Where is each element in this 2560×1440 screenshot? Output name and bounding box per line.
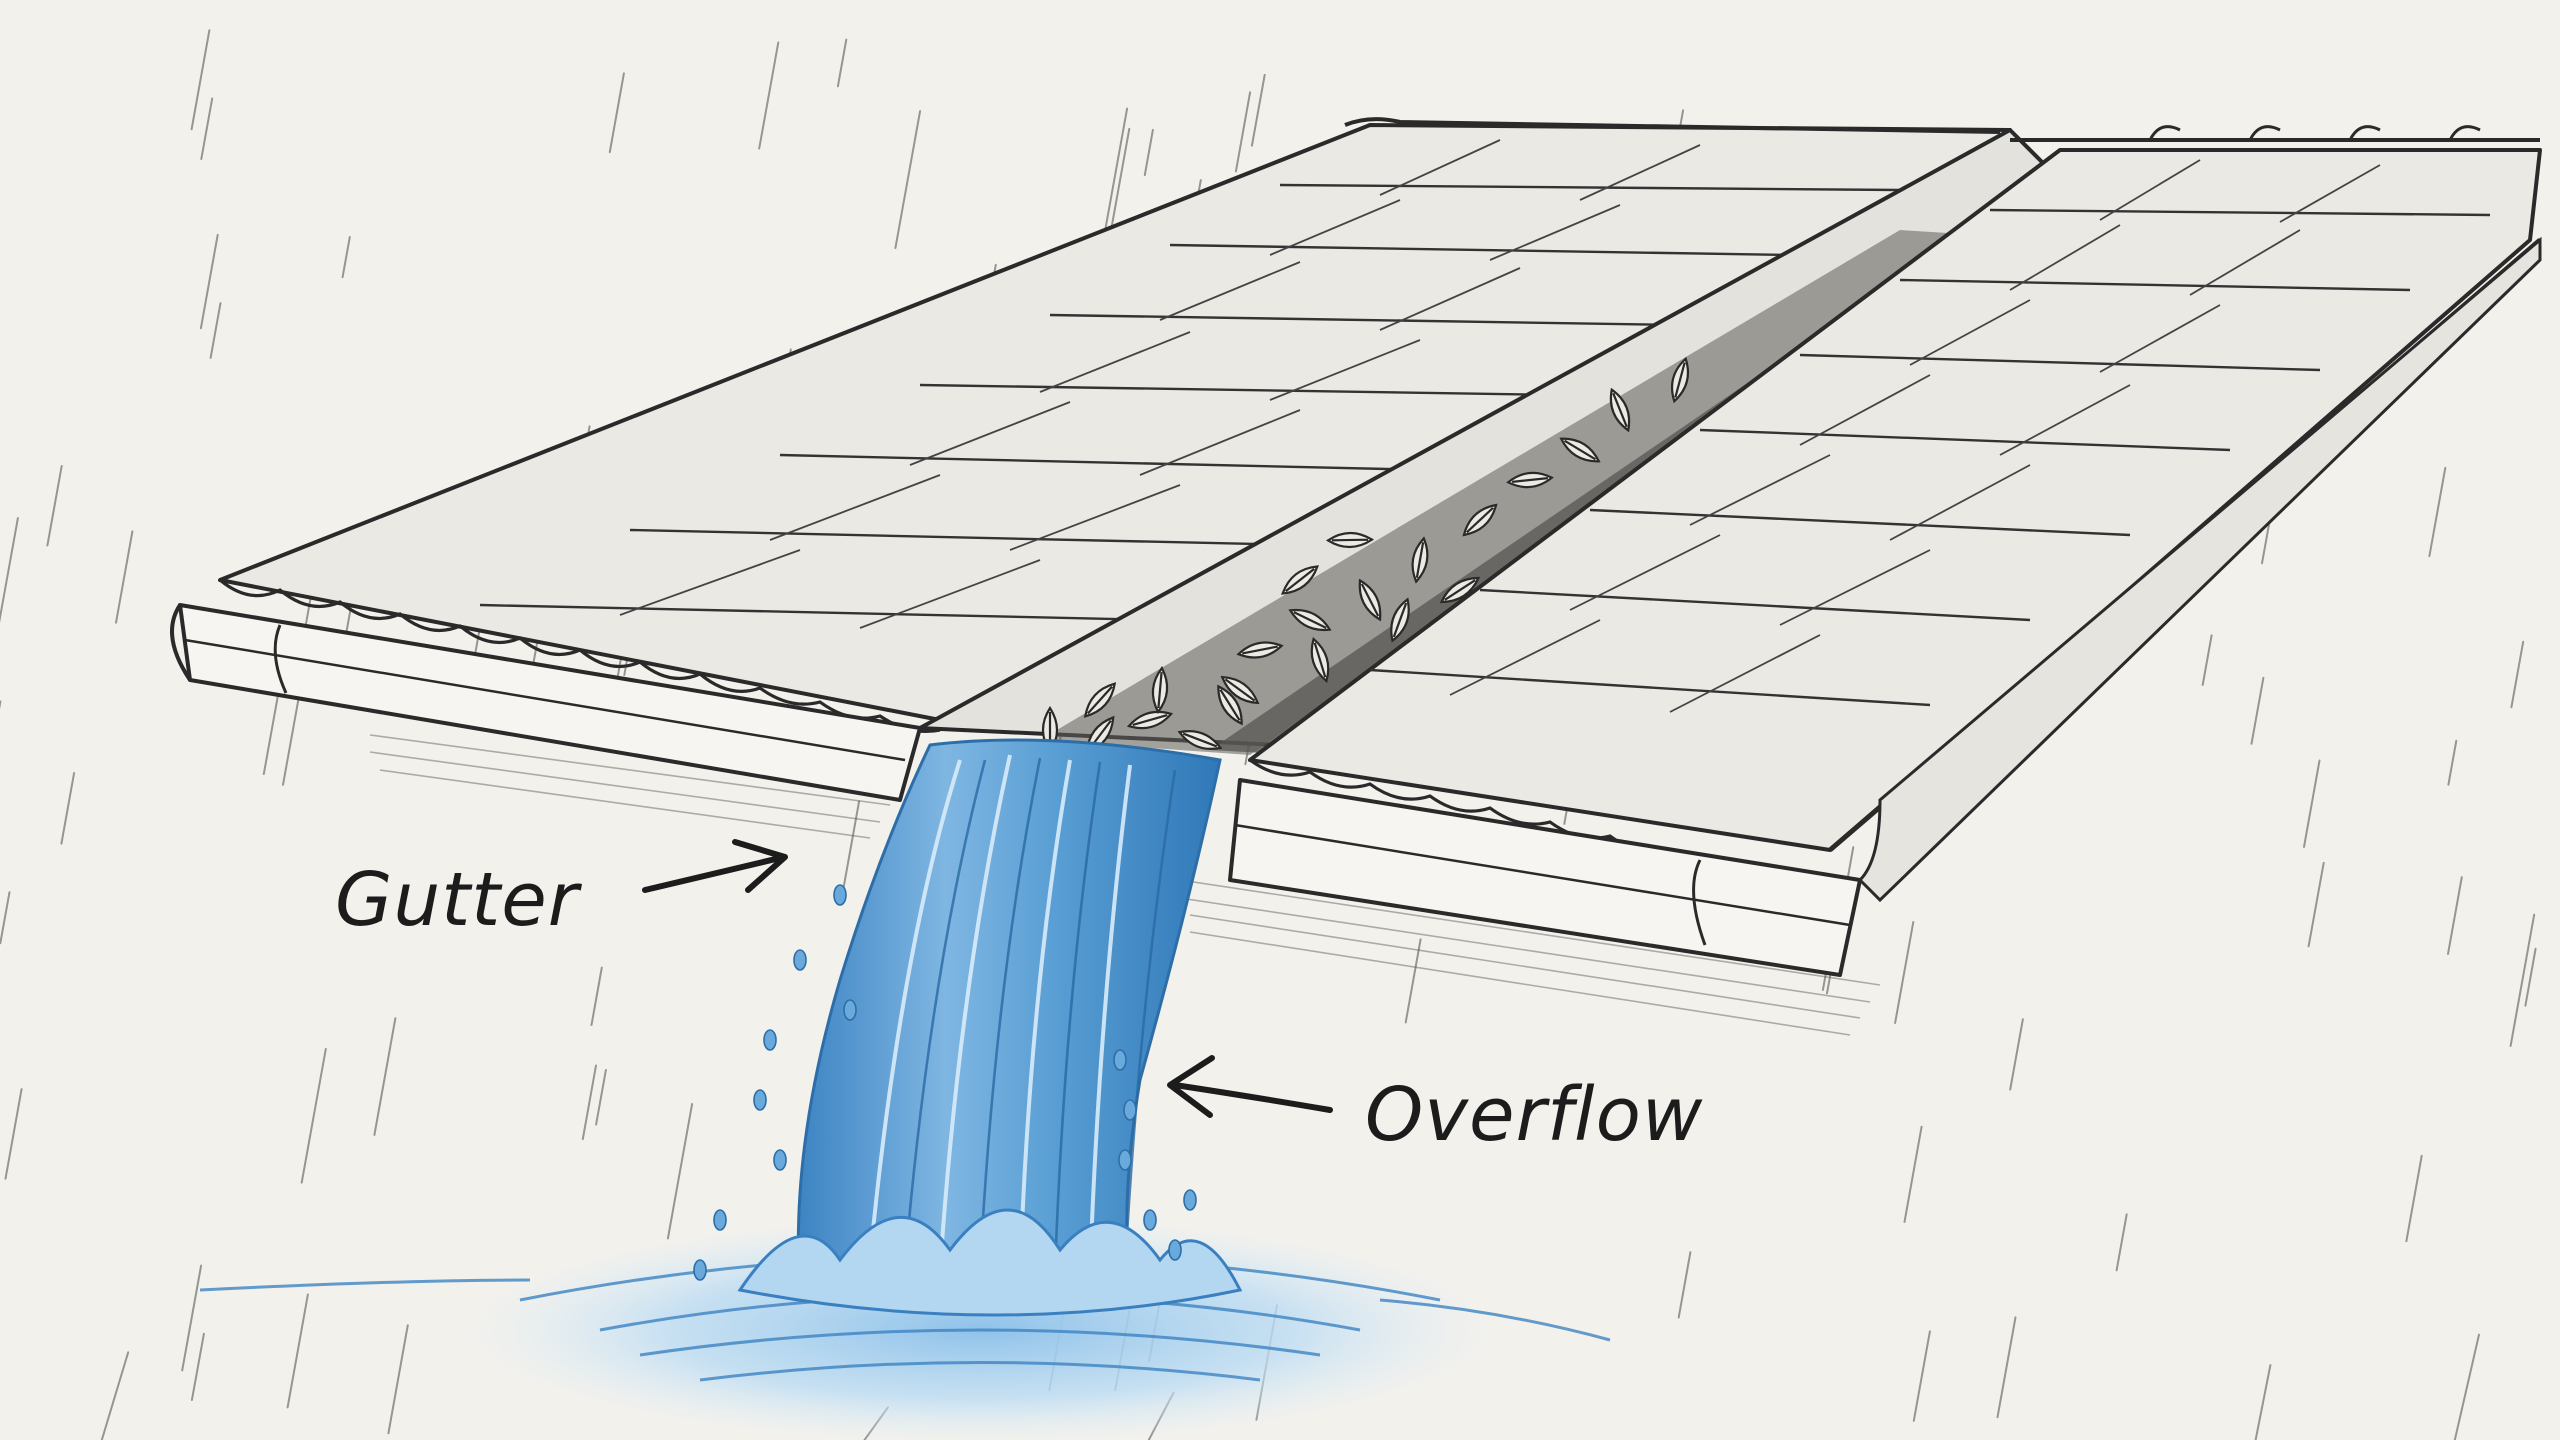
rain-streak	[341, 236, 351, 279]
left-roof-panel	[218, 117, 2012, 733]
rain-streak	[1894, 921, 1915, 1024]
rain-streak	[200, 97, 214, 160]
overflow-label: Overflow	[1365, 1072, 1703, 1158]
rain-streak	[2453, 1333, 2480, 1440]
rain-streak	[2524, 947, 2537, 1007]
leaf	[1236, 641, 1284, 659]
rain-streak	[2115, 1213, 2128, 1272]
rain-streak	[666, 1103, 694, 1240]
leaf	[1506, 471, 1554, 489]
rain-streak	[2250, 676, 2265, 745]
rain-streak	[2405, 1154, 2423, 1243]
leaf	[1390, 597, 1410, 643]
rain-streak	[2009, 1018, 2024, 1091]
water-droplet	[753, 1089, 767, 1111]
right-gutter	[1228, 236, 2542, 977]
rain-streak	[373, 1017, 397, 1136]
overflow-label-group: Overflow	[1167, 1055, 1703, 1158]
water-droplet	[763, 1029, 777, 1051]
rain-streak	[894, 110, 922, 249]
rain-streak	[286, 1293, 309, 1409]
water-droplet	[773, 1149, 787, 1171]
water-droplet	[693, 1259, 707, 1281]
leaf	[1609, 387, 1631, 433]
rain-streak	[262, 687, 281, 775]
leaf	[1217, 684, 1243, 726]
rain-streak	[2510, 640, 2525, 709]
leaf	[1462, 503, 1498, 537]
leaf	[1411, 536, 1429, 584]
clogged-leaves	[1041, 356, 1690, 755]
water-droplet	[713, 1209, 727, 1231]
left-gutter	[170, 603, 922, 802]
arrow-left-icon	[1167, 1055, 1333, 1118]
water-droplet	[843, 999, 857, 1021]
water-droplet	[1143, 1209, 1157, 1231]
rain-streak	[46, 465, 63, 547]
rain-streak	[2447, 739, 2458, 786]
rain-streak	[300, 1048, 327, 1184]
rain-streak	[115, 530, 134, 624]
rain-streak	[199, 233, 219, 330]
rain-streak	[2447, 876, 2463, 955]
water-droplet	[793, 949, 807, 971]
rain-streak	[100, 1351, 130, 1440]
water-droplet	[1183, 1189, 1197, 1211]
rain-streak	[1143, 128, 1154, 177]
rain-streak	[181, 1264, 203, 1372]
rain-streak	[1903, 1125, 1923, 1223]
leaf	[1310, 637, 1330, 683]
rain-streak	[1677, 1251, 1692, 1319]
water-droplet	[1123, 1099, 1137, 1121]
rain-streak	[2303, 759, 2321, 848]
leaf	[1439, 576, 1481, 604]
rain-streak	[581, 1064, 597, 1141]
leaf	[1559, 437, 1601, 463]
rain-streak	[4, 1088, 23, 1180]
eave-shadow	[369, 734, 1881, 1036]
rain-streak	[387, 1324, 409, 1435]
gutter-label-group: Gutter	[335, 839, 788, 943]
arrow-right-icon	[642, 839, 788, 893]
leaf	[1177, 730, 1223, 750]
rain-streak	[836, 38, 848, 88]
rain-streak	[1234, 91, 1252, 173]
leaf	[1288, 608, 1332, 632]
rain-streak	[595, 1069, 607, 1126]
rain-streak	[590, 966, 603, 1026]
rain-streak	[0, 517, 19, 623]
leaf	[1083, 682, 1117, 718]
puddle	[460, 1215, 1500, 1440]
rain-streak	[1404, 938, 1422, 1024]
leaf	[1281, 565, 1319, 595]
leaf	[1358, 578, 1382, 622]
rain-streak	[209, 302, 222, 359]
rain-streak	[2509, 913, 2536, 1047]
rain-streak	[2307, 861, 2325, 948]
rain-streak	[2254, 1364, 2272, 1440]
rain-streak	[1912, 1330, 1931, 1422]
leaf	[1670, 356, 1690, 404]
rain-streak	[758, 41, 780, 150]
leaf	[1126, 710, 1174, 730]
leaf	[1220, 675, 1260, 705]
gutter-label: Gutter	[335, 857, 583, 943]
rain-streak	[2428, 466, 2447, 558]
water-overflow	[199, 738, 1611, 1440]
rain-streak	[1996, 1316, 2017, 1419]
water-droplet	[1113, 1049, 1127, 1071]
water-droplet	[1168, 1239, 1182, 1261]
water-droplet	[833, 884, 847, 906]
leaf	[1151, 666, 1169, 714]
rain-streak	[190, 29, 211, 131]
leaf	[1325, 531, 1375, 549]
rain-streak	[1250, 73, 1266, 147]
rain-streak	[60, 772, 76, 845]
water-droplet	[1118, 1149, 1132, 1171]
rain-streak	[608, 72, 625, 154]
rain-streak	[0, 891, 11, 945]
rain-streak	[2201, 634, 2213, 686]
rain-streak	[190, 1332, 205, 1401]
